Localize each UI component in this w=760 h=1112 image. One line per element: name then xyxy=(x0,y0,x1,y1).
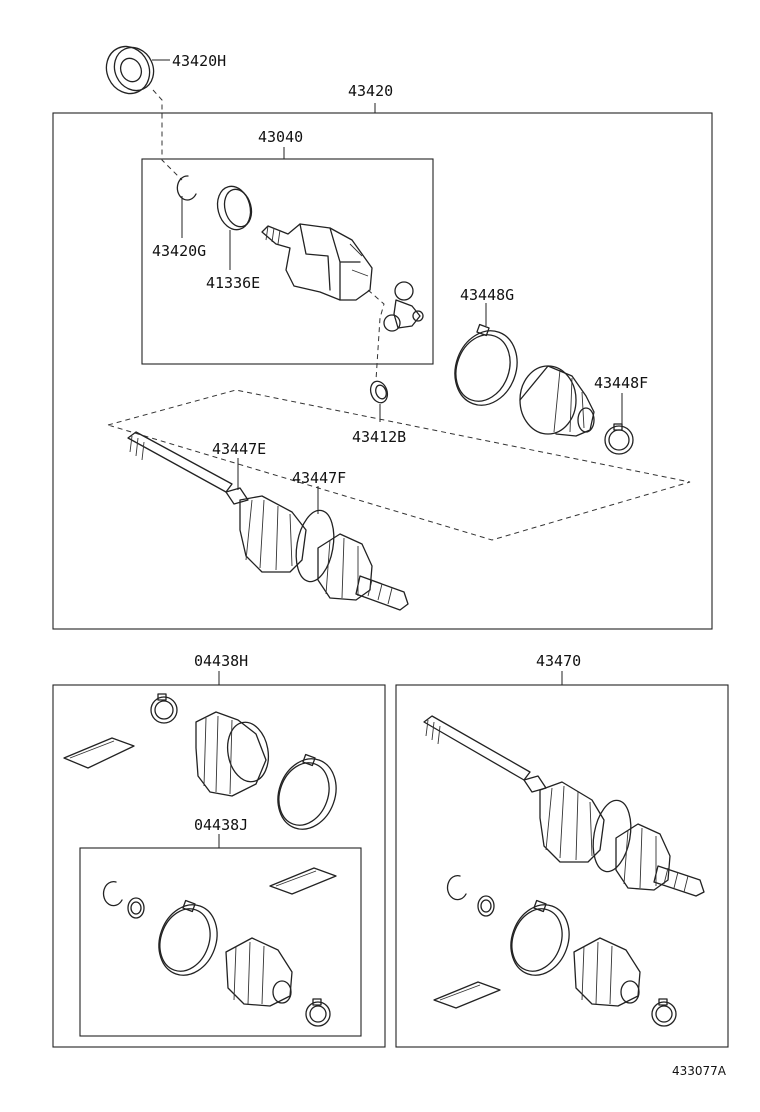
grease-packet-icon[interactable] xyxy=(63,737,135,769)
label-43447E[interactable]: 43447E xyxy=(212,440,266,458)
label-43470[interactable]: 43470 xyxy=(536,652,581,670)
drive-shaft-icon[interactable] xyxy=(127,431,409,611)
snap-ring-icon[interactable] xyxy=(102,880,123,907)
kit-04438H-frame xyxy=(52,684,386,1048)
boot-clamp-large-icon[interactable] xyxy=(445,322,527,414)
label-43040[interactable]: 43040 xyxy=(258,128,303,146)
assembly-43420-frame xyxy=(52,112,713,630)
joint-housing-icon[interactable] xyxy=(261,223,373,301)
snap-ring-small-icon[interactable] xyxy=(127,897,145,919)
dashed-link-joint xyxy=(367,289,385,381)
drive-shaft-icon[interactable] xyxy=(423,715,705,897)
diagram-reference-number: 433077A xyxy=(672,1064,727,1078)
boot-clamp-large-icon[interactable] xyxy=(149,897,226,984)
oil-seal-icon[interactable] xyxy=(99,39,161,100)
boot-clamp-small-icon[interactable] xyxy=(150,693,178,724)
label-43420[interactable]: 43420 xyxy=(348,82,393,100)
tripod-spider-icon[interactable] xyxy=(383,281,424,332)
label-43420H[interactable]: 43420H xyxy=(172,52,226,70)
cv-boot-icon[interactable] xyxy=(225,937,293,1007)
kit-04438J-frame xyxy=(79,847,362,1037)
bearing-ring-icon[interactable] xyxy=(213,183,256,234)
label-41336E[interactable]: 41336E xyxy=(206,274,260,292)
boot-clamp-large-icon[interactable] xyxy=(268,751,345,838)
label-43412B[interactable]: 43412B xyxy=(352,428,406,446)
cv-boot-icon[interactable] xyxy=(573,937,641,1007)
boot-clamp-small-icon[interactable] xyxy=(651,998,677,1027)
cv-boot-icon[interactable] xyxy=(195,711,273,797)
label-04438H[interactable]: 04438H xyxy=(194,652,248,670)
boot-clamp-small-icon[interactable] xyxy=(604,423,634,455)
boot-clamp-large-icon[interactable] xyxy=(501,897,578,984)
boot-clamp-small-icon[interactable] xyxy=(305,998,331,1027)
label-43448G[interactable]: 43448G xyxy=(460,286,514,304)
label-04438J[interactable]: 04438J xyxy=(194,816,248,834)
label-43447F[interactable]: 43447F xyxy=(292,469,346,487)
label-43420G[interactable]: 43420G xyxy=(152,242,206,260)
grease-packet-icon[interactable] xyxy=(433,981,501,1009)
snap-ring-icon[interactable] xyxy=(176,175,197,201)
dashed-link-seal xyxy=(152,89,183,181)
snap-ring-small-icon[interactable] xyxy=(477,895,495,917)
snap-ring-small-icon[interactable] xyxy=(368,379,391,405)
assembly-43040-frame xyxy=(141,158,434,365)
grease-packet-icon[interactable] xyxy=(269,867,337,895)
shaft-group-dashed-outline xyxy=(106,389,691,541)
cv-boot-icon[interactable] xyxy=(519,365,595,437)
label-43448F[interactable]: 43448F xyxy=(594,374,648,392)
assembly-43470-frame xyxy=(395,684,729,1048)
snap-ring-icon[interactable] xyxy=(446,874,467,901)
